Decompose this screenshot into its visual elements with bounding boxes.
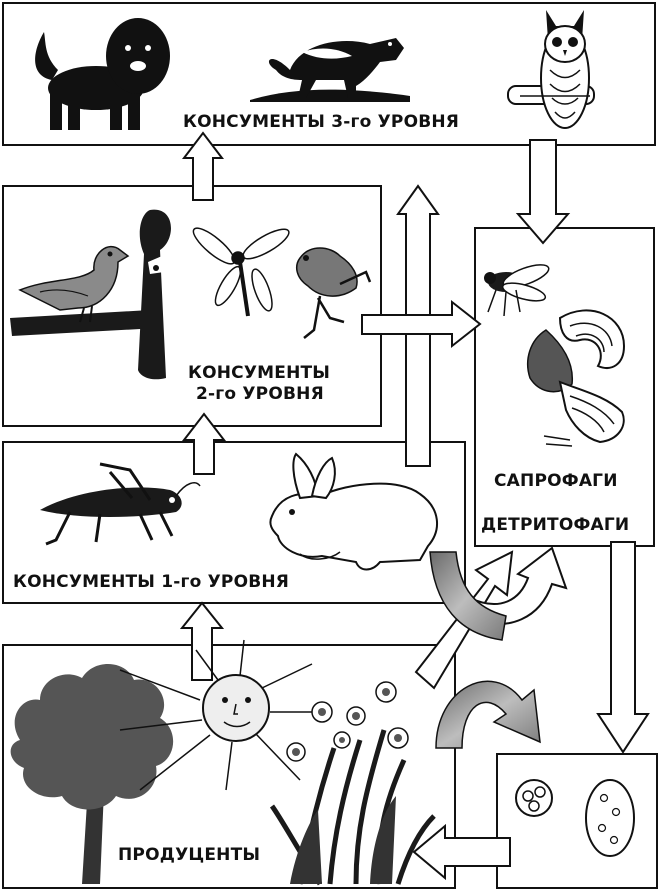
woodlouse-icon	[526, 309, 626, 447]
daffodils-icon	[269, 681, 436, 886]
arrow-saprophages-to-microorganisms	[596, 541, 650, 754]
arrow-consumers3-to-saprophages	[515, 139, 571, 245]
arrow-microorganisms-to-producers	[412, 823, 511, 881]
rabbit-icon	[269, 452, 439, 571]
dragonfly-icon	[192, 227, 290, 317]
label-consumers-1: КОНСУМЕНТЫ 1-го УРОВНЯ	[13, 572, 289, 592]
label-consumers-3: КОНСУМЕНТЫ 3-го УРОВНЯ	[183, 112, 459, 132]
microorganisms-icon	[515, 779, 635, 857]
arrow-consumers2-to-saprophages	[361, 299, 482, 349]
sun-icon	[119, 639, 330, 791]
label-consumers-2-line2: 2-го УРОВНЯ	[196, 384, 324, 404]
bird-icon	[10, 209, 171, 380]
label-detritophages: ДЕТРИТОФАГИ	[481, 515, 629, 535]
wolf-icon	[250, 38, 410, 102]
fly-icon	[484, 264, 550, 317]
label-saprophages: САПРОФАГИ	[494, 471, 618, 491]
tree-icon	[10, 663, 174, 884]
grasshopper-icon	[40, 462, 201, 546]
owl-icon	[507, 10, 595, 129]
arrow-consumers2-to-consumers3	[181, 131, 225, 201]
grey-arc-rabbit-to-detritus	[429, 551, 507, 641]
grey-arc-producers-to-microorganisms	[435, 680, 541, 749]
label-consumers-2-line1: КОНСУМЕНТЫ	[188, 363, 330, 383]
label-producers: ПРОДУЦЕНТЫ	[118, 845, 260, 865]
frog-icon	[295, 247, 372, 339]
arrow-consumers1-to-consumers2	[181, 412, 227, 475]
lion-icon	[35, 18, 170, 130]
